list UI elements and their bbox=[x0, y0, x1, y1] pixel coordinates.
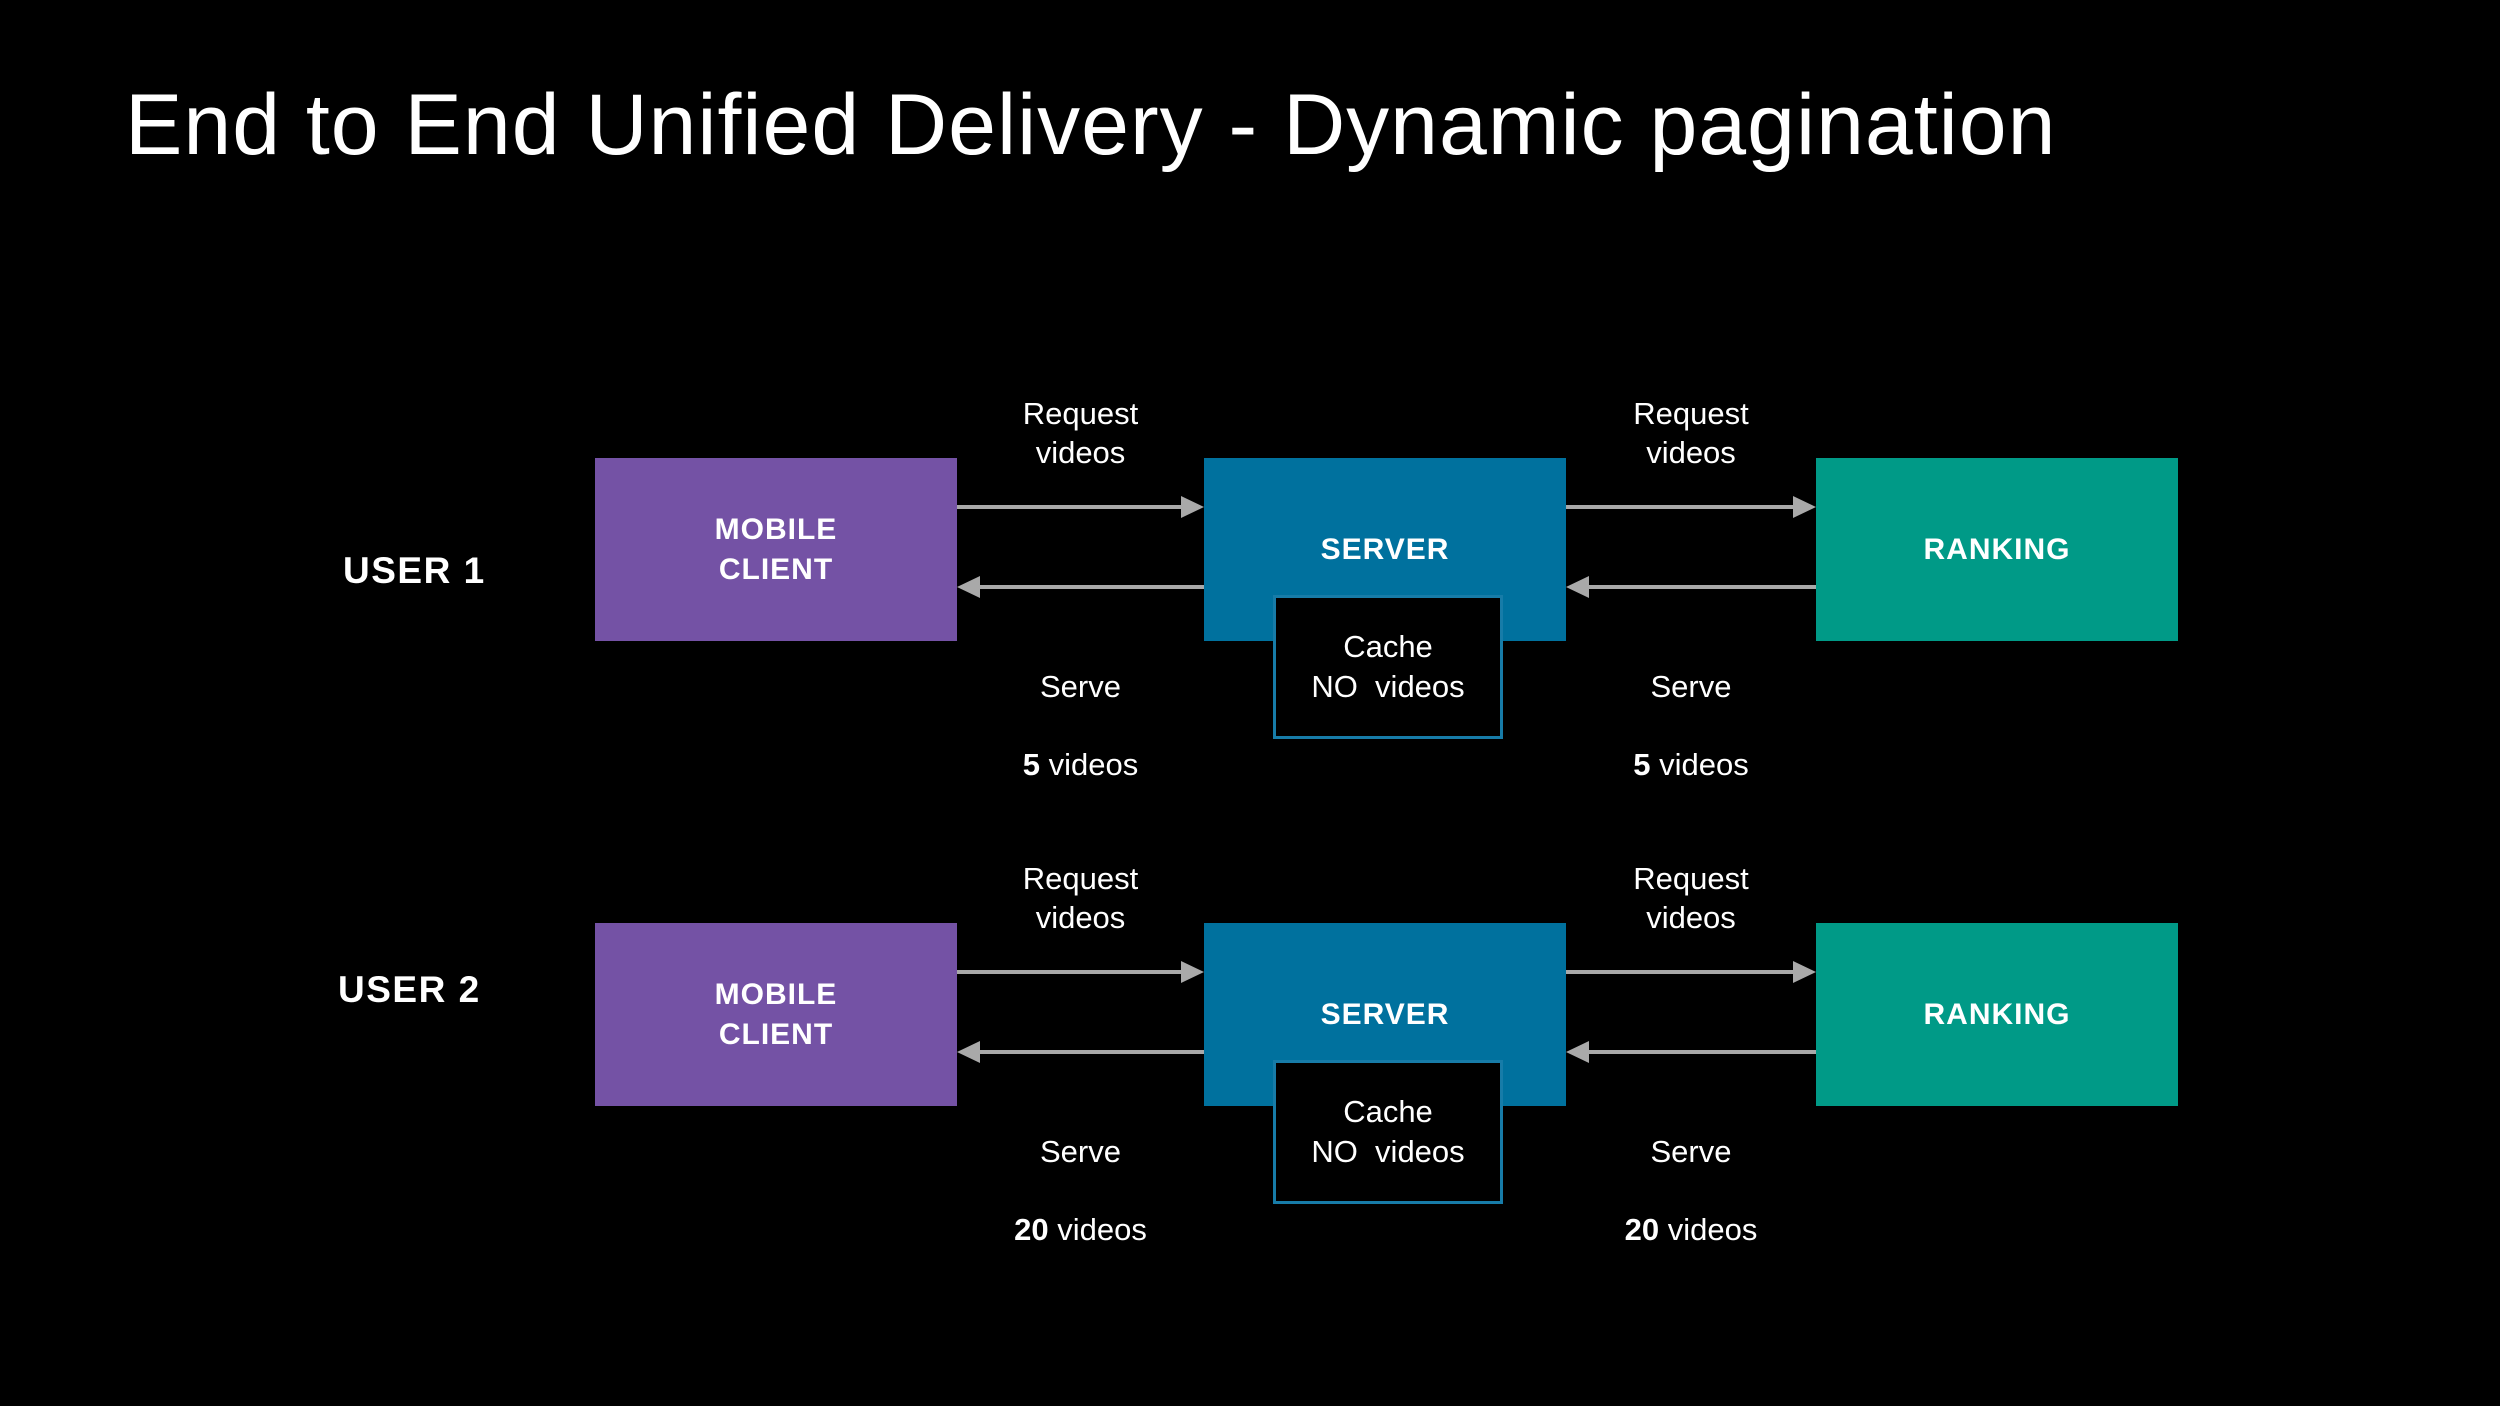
cache-box: Cache NO videos bbox=[1273, 1060, 1503, 1204]
arrow-server-to-mobile bbox=[980, 585, 1204, 589]
slide-title: End to End Unified Delivery - Dynamic pa… bbox=[125, 77, 2057, 173]
arrow-server-to-ranking bbox=[1566, 505, 1793, 509]
serve-count-line: 5 videos bbox=[957, 745, 1204, 784]
serve-videos-label-right: Serve 5 videos bbox=[1566, 628, 1816, 823]
serve-word: Serve bbox=[1040, 1134, 1121, 1169]
serve-unit: videos bbox=[1667, 1212, 1758, 1247]
request-videos-label-left: Request videos bbox=[1022, 861, 1139, 935]
request-videos-label-left: Request videos bbox=[1022, 396, 1139, 470]
arrow-server-to-mobile bbox=[980, 1050, 1204, 1054]
serve-count-line: 20 videos bbox=[1566, 1210, 1816, 1249]
mobile-client-label: MOBILE CLIENT bbox=[714, 512, 838, 586]
user1-label: USER 1 bbox=[343, 550, 486, 591]
serve-unit: videos bbox=[1057, 1212, 1147, 1247]
serve-word: Serve bbox=[1650, 1134, 1732, 1169]
ranking-box: RANKING bbox=[1816, 923, 2178, 1106]
arrow-server-to-ranking bbox=[1566, 970, 1793, 974]
cache-label: Cache NO videos bbox=[1311, 1094, 1465, 1169]
serve-videos-label-right: Serve 20 videos bbox=[1566, 1093, 1816, 1288]
serve-count: 20 bbox=[1014, 1212, 1049, 1247]
arrow-mobile-to-server bbox=[957, 505, 1181, 509]
serve-unit: videos bbox=[1659, 747, 1749, 782]
server-label: SERVER bbox=[1320, 532, 1450, 566]
arrow-mobile-to-server bbox=[957, 970, 1181, 974]
request-videos-label-right: Request videos bbox=[1633, 396, 1749, 470]
mobile-client-label: MOBILE CLIENT bbox=[714, 977, 838, 1051]
server-label: SERVER bbox=[1320, 997, 1450, 1031]
ranking-label: RANKING bbox=[1923, 997, 2071, 1031]
serve-unit: videos bbox=[1048, 747, 1139, 782]
serve-count-line: 20 videos bbox=[957, 1210, 1204, 1249]
ranking-box: RANKING bbox=[1816, 458, 2178, 641]
serve-count-line: 5 videos bbox=[1566, 745, 1816, 784]
serve-word: Serve bbox=[1040, 669, 1121, 704]
arrow-ranking-to-server bbox=[1589, 585, 1816, 589]
serve-word: Serve bbox=[1650, 669, 1732, 704]
mobile-client-box: MOBILE CLIENT bbox=[595, 458, 957, 641]
cache-box: Cache NO videos bbox=[1273, 595, 1503, 739]
serve-count: 5 bbox=[1633, 747, 1651, 782]
arrow-ranking-to-server bbox=[1589, 1050, 1816, 1054]
ranking-label: RANKING bbox=[1923, 532, 2071, 566]
serve-videos-label-left: Serve 20 videos bbox=[957, 1093, 1204, 1288]
cache-label: Cache NO videos bbox=[1311, 629, 1465, 704]
serve-count: 5 bbox=[1022, 747, 1040, 782]
serve-videos-label-left: Serve 5 videos bbox=[957, 628, 1204, 823]
request-videos-label-right: Request videos bbox=[1633, 861, 1749, 935]
user2-label: USER 2 bbox=[338, 969, 481, 1010]
serve-count: 20 bbox=[1624, 1212, 1660, 1247]
mobile-client-box: MOBILE CLIENT bbox=[595, 923, 957, 1106]
